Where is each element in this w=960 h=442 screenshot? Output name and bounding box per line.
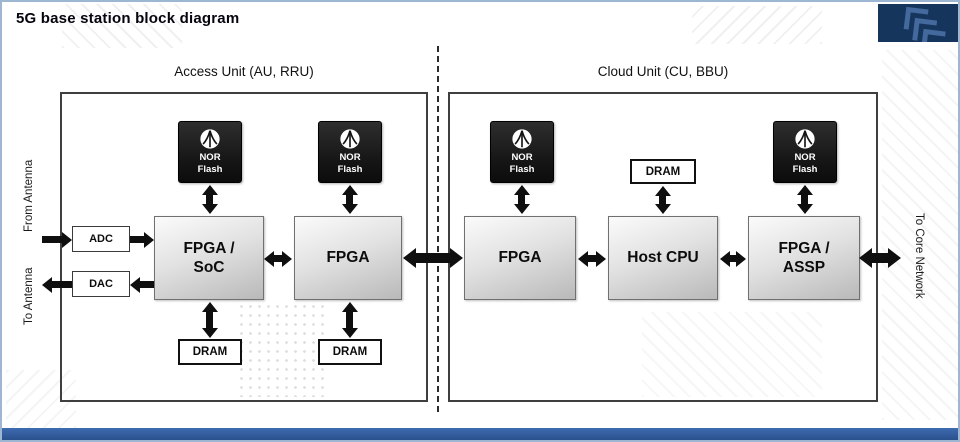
- fpga-label: FPGA: [498, 249, 542, 267]
- micron-logo-icon: [794, 128, 816, 150]
- nor-flash-label: Flash: [509, 164, 535, 175]
- dram-label: DRAM: [645, 165, 681, 178]
- arrow-norflash-fpgasoc: [206, 195, 213, 204]
- fpga-soc-block: FPGA / SoC: [154, 216, 264, 300]
- dram-label: DRAM: [332, 346, 368, 358]
- arrow-adc-fpgasoc: [130, 236, 144, 243]
- arrow-norflash-fpga-assp: [801, 195, 808, 204]
- arrow-fpgasoc-dac: [140, 281, 154, 288]
- arrow-norflash-fpga-au: [346, 195, 353, 204]
- adc-block: ADC: [72, 226, 130, 252]
- dram-block: DRAM: [178, 339, 242, 365]
- dram-label: DRAM: [192, 346, 228, 358]
- dram-block: DRAM: [318, 339, 382, 365]
- page-title: 5G base station block diagram: [16, 10, 240, 27]
- arrow-dram-hostcpu: [659, 196, 666, 204]
- nor-flash-block: NOR Flash: [490, 121, 554, 183]
- host-cpu-label: Host CPU: [627, 249, 699, 267]
- fpga-soc-label: SoC: [193, 259, 225, 276]
- to-core-network-label: To Core Network: [913, 213, 925, 299]
- nor-flash-block: NOR Flash: [773, 121, 837, 183]
- fpga-assp-label: FPGA /: [778, 239, 830, 257]
- micron-logo-icon: [511, 128, 533, 150]
- circuit-pattern-decoration: [692, 6, 822, 44]
- arrow-fpgasoc-fpga-au: [274, 255, 282, 262]
- section-divider: [437, 46, 439, 412]
- fpga-soc-label: FPGA /: [183, 239, 235, 257]
- nor-flash-block: NOR Flash: [178, 121, 242, 183]
- fpga-assp-block: FPGA / ASSP: [748, 216, 860, 300]
- host-cpu-block: Host CPU: [608, 216, 718, 300]
- fpga-au-block: FPGA: [294, 216, 402, 300]
- arrow-from-antenna-adc: [42, 236, 62, 243]
- brand-chevron-icon: [878, 4, 958, 52]
- fpga-label: FPGA: [326, 249, 370, 267]
- access-unit-box: [60, 92, 428, 402]
- arrow-fpga-cu-hostcpu: [588, 255, 596, 262]
- arrow-dac-to-antenna: [52, 281, 72, 288]
- access-unit-label: Access Unit (AU, RRU): [174, 64, 314, 79]
- arrow-fpgasoc-dram: [206, 312, 213, 328]
- nor-flash-label: NOR: [794, 152, 816, 164]
- nor-flash-label: NOR: [339, 152, 361, 164]
- nor-flash-label: Flash: [792, 164, 818, 175]
- dac-label: DAC: [89, 278, 113, 290]
- footer-accent-bar: [2, 428, 958, 440]
- dram-block: DRAM: [630, 159, 696, 184]
- from-antenna-label: From Antenna: [23, 159, 35, 233]
- nor-flash-label: Flash: [337, 164, 363, 175]
- arrow-hostcpu-fpga-assp: [730, 255, 736, 262]
- arrow-norflash-fpga-cu: [518, 195, 525, 204]
- cloud-unit-box: [448, 92, 878, 402]
- nor-flash-label: NOR: [199, 152, 221, 164]
- to-antenna-label: To Antenna: [23, 267, 35, 325]
- arrow-to-core-network: [872, 253, 888, 263]
- fpga-assp-label: ASSP: [782, 259, 826, 276]
- fpga-cu-block: FPGA: [464, 216, 576, 300]
- nor-flash-label: NOR: [511, 152, 533, 164]
- arrow-fpga-au-dram: [346, 312, 353, 328]
- nor-flash-block: NOR Flash: [318, 121, 382, 183]
- arrow-au-to-cu: [416, 253, 450, 263]
- cloud-unit-label: Cloud Unit (CU, BBU): [597, 64, 729, 79]
- nor-flash-label: Flash: [197, 164, 223, 175]
- micron-logo-icon: [199, 128, 221, 150]
- micron-logo-icon: [339, 128, 361, 150]
- dac-block: DAC: [72, 271, 130, 297]
- adc-label: ADC: [89, 233, 113, 245]
